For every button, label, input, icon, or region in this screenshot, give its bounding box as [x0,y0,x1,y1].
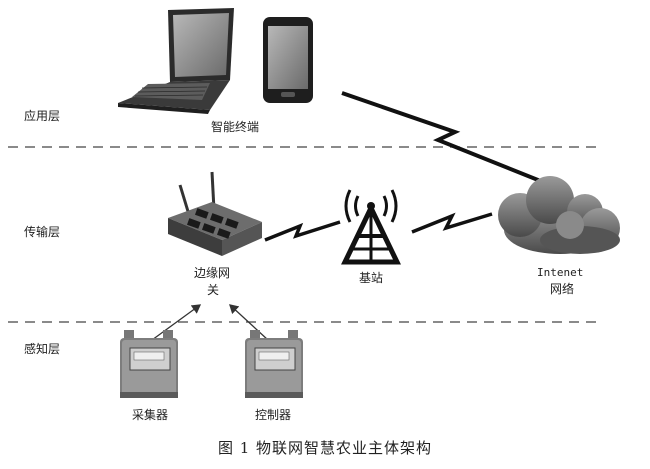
laptop-icon [118,8,234,114]
collector-meter-icon [120,330,178,398]
layer-label-transport: 传输层 [24,225,61,239]
arrow-collector-to-gateway [151,304,202,341]
node-label-base-station: 基站 [359,271,384,285]
node-label-internet: Intenet [537,266,584,279]
node-label-internet-cont: 网络 [550,282,575,296]
layer-label-perception: 感知层 [24,342,61,356]
arrow-controller-to-gateway [229,304,269,341]
layer-label-application: 应用层 [24,109,61,123]
base-station-tower-icon [341,189,401,265]
wireless-link-terminal-internet [341,91,559,190]
wireless-link-station-internet [411,212,493,234]
cloud-icon [498,176,620,254]
node-label-controller: 控制器 [255,408,292,422]
router-icon [168,171,262,256]
node-label-edge-gateway-cont: 关 [207,283,220,297]
controller-meter-icon [245,330,303,398]
node-label-smart-terminal: 智能终端 [211,120,260,134]
smartphone-icon [263,17,313,103]
node-label-collector: 采集器 [132,408,169,422]
node-label-edge-gateway: 边缘网 [194,266,231,280]
wireless-link-gateway-station [264,220,341,242]
figure-caption: 图 1 物联网智慧农业主体架构 [217,439,433,457]
